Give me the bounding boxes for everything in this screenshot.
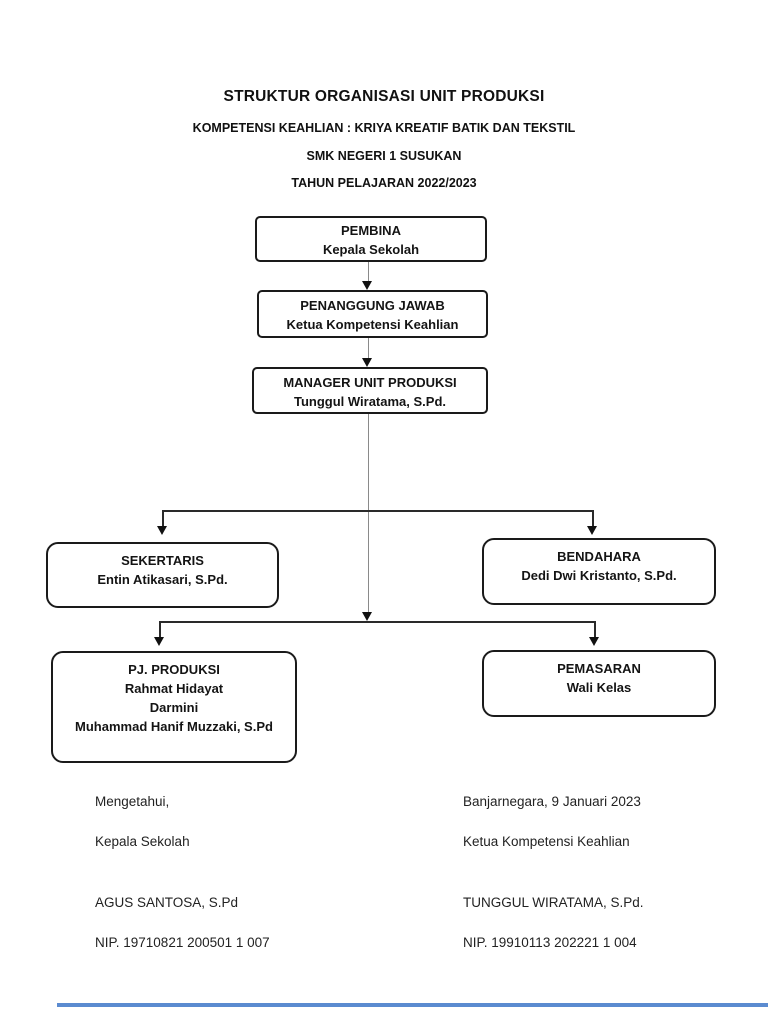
org-node-bendahara: BENDAHARA Dedi Dwi Kristanto, S.Pd.: [482, 538, 716, 605]
connector-rail: [163, 510, 593, 512]
node-title: BENDAHARA: [557, 549, 641, 564]
page-subtitle-keahlian: KOMPETENSI KEAHLIAN : KRIYA KREATIF BATI…: [192, 121, 576, 135]
node-member: Ketua Kompetensi Keahlian: [286, 317, 459, 332]
arrowhead-down-icon: [362, 358, 372, 367]
node-member: Tunggul Wiratama, S.Pd.: [293, 394, 447, 409]
signature-left-header: Mengetahui, Kepala Sekolah: [95, 772, 190, 872]
page-subtitle-year: TAHUN PELAJARAN 2022/2023: [291, 176, 477, 190]
org-node-manager: MANAGER UNIT PRODUKSI Tunggul Wiratama, …: [252, 367, 488, 414]
node-title: PEMBINA: [341, 223, 401, 238]
signature-right-header: Banjarnegara, 9 Januari 2023 Ketua Kompe…: [463, 772, 641, 872]
node-member: Rahmat Hidayat: [124, 681, 224, 696]
connector-line: [162, 510, 164, 527]
signature-right-line1: Banjarnegara, 9 Januari 2023: [463, 794, 641, 809]
arrowhead-down-icon: [157, 526, 167, 535]
org-node-sekertaris: SEKERTARIS Entin Atikasari, S.Pd.: [46, 542, 279, 608]
node-title: SEKERTARIS: [121, 553, 204, 568]
signature-left-line2: Kepala Sekolah: [95, 834, 190, 849]
connector-line: [594, 621, 596, 638]
arrowhead-down-icon: [589, 637, 599, 646]
org-node-pembina: PEMBINA Kepala Sekolah: [255, 216, 487, 262]
node-title: PJ. PRODUKSI: [128, 662, 220, 677]
page-subtitle-school: SMK NEGERI 1 SUSUKAN: [306, 149, 462, 163]
arrowhead-down-icon: [362, 281, 372, 290]
arrowhead-down-icon: [154, 637, 164, 646]
org-node-penanggung-jawab: PENANGGUNG JAWAB Ketua Kompetensi Keahli…: [257, 290, 488, 338]
node-member: Kepala Sekolah: [322, 242, 420, 257]
node-title: PENANGGUNG JAWAB: [300, 298, 445, 313]
signature-left-nip: NIP. 19710821 200501 1 007: [95, 935, 270, 950]
signature-right-line2: Ketua Kompetensi Keahlian: [463, 834, 630, 849]
node-member: Darmini: [149, 700, 199, 715]
signature-left-name-block: AGUS SANTOSA, S.Pd NIP. 19710821 200501 …: [95, 873, 270, 973]
bottom-blue-rule: [57, 1003, 768, 1007]
node-title: MANAGER UNIT PRODUKSI: [283, 375, 457, 390]
signature-right-name: TUNGGUL WIRATAMA, S.Pd.: [463, 895, 644, 910]
node-member: Muhammad Hanif Muzzaki, S.Pd: [75, 719, 273, 734]
arrowhead-down-icon: [362, 612, 372, 621]
node-member: Entin Atikasari, S.Pd.: [97, 572, 228, 587]
connector-line: [368, 262, 369, 282]
signature-left-name: AGUS SANTOSA, S.Pd: [95, 895, 239, 910]
connector-line: [159, 621, 161, 638]
page-title: STRUKTUR ORGANISASI UNIT PRODUKSI: [223, 88, 545, 105]
node-title: PEMASARAN: [557, 661, 641, 676]
connector-line: [368, 414, 369, 613]
arrowhead-down-icon: [587, 526, 597, 535]
node-member: Wali Kelas: [566, 680, 632, 695]
signature-right-name-block: TUNGGUL WIRATAMA, S.Pd. NIP. 19910113 20…: [463, 873, 644, 973]
connector-line: [368, 338, 369, 359]
signature-left-line1: Mengetahui,: [95, 794, 170, 809]
org-node-pj-produksi: PJ. PRODUKSI Rahmat Hidayat Darmini Muha…: [51, 651, 297, 763]
connector-line: [592, 510, 594, 527]
signature-right-nip: NIP. 19910113 202221 1 004: [463, 935, 637, 950]
connector-rail: [160, 621, 596, 623]
node-member: Dedi Dwi Kristanto, S.Pd.: [521, 568, 677, 583]
org-node-pemasaran: PEMASARAN Wali Kelas: [482, 650, 716, 717]
